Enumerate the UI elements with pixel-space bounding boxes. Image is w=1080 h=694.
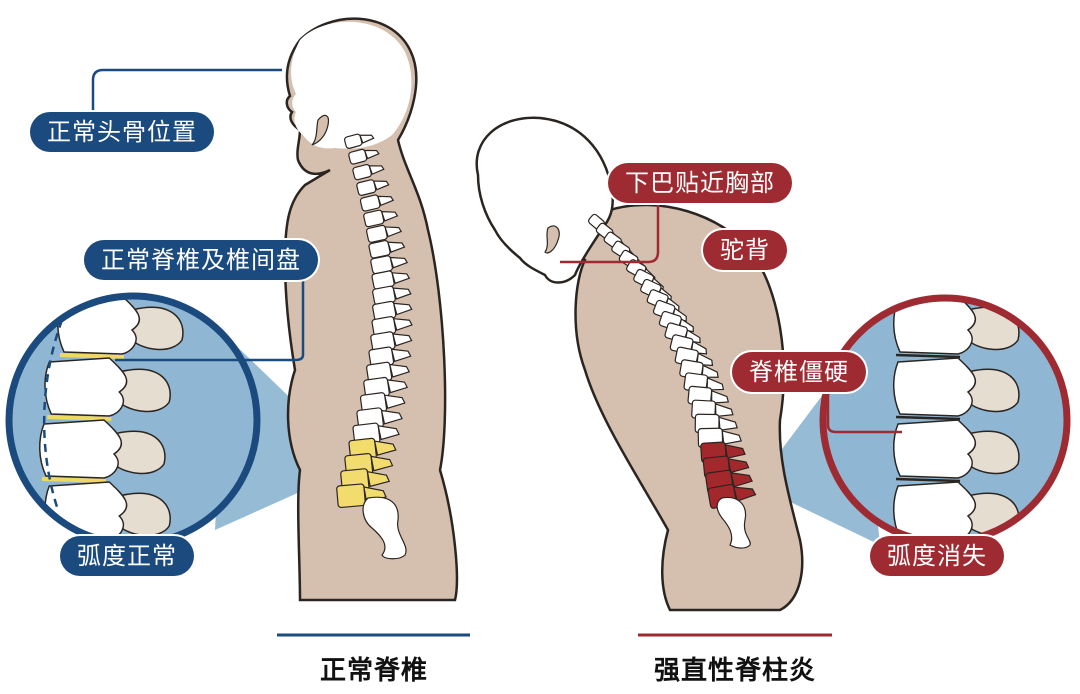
disease-magnified-spinous-process (967, 430, 1020, 475)
leader-line-spine (115, 278, 305, 362)
normal-body-silhouette (283, 17, 459, 602)
disease-body-silhouette (574, 203, 804, 612)
normal-sacrum (362, 496, 407, 560)
label-normal-head-position: 正常头骨位置 (30, 112, 214, 152)
normal-magnified-disc (60, 603, 124, 605)
normal-vertebra (366, 224, 403, 243)
disease-magnified-disc (895, 415, 961, 421)
disease-magnified-disc (895, 353, 961, 359)
leader-line-stiffness (826, 392, 902, 434)
normal-vertebra (352, 164, 385, 181)
caption-normal-spine: 正常脊椎 (277, 650, 471, 687)
disease-magnified-vertebral-body (893, 481, 977, 541)
normal-magnified-disc (47, 415, 112, 421)
disease-skull (475, 116, 614, 284)
disease-magnified-vertebral-body (893, 419, 977, 479)
normal-magnified-spinous-process (131, 306, 184, 351)
normal-spine-column (336, 133, 413, 509)
normal-vertebra (356, 179, 390, 196)
disease-magnified-vertebral-body (893, 298, 977, 355)
normal-jaw-notch (311, 114, 330, 146)
normal-vertebra (372, 300, 413, 322)
disease-jaw-notch (544, 225, 560, 254)
caption-ankylosing-spondylitis: 强直性脊柱炎 (628, 650, 842, 687)
normal-vertebra (372, 285, 412, 306)
normal-vertebra (363, 376, 409, 400)
normal-magnified-vertebral-body (44, 357, 128, 417)
normal-magnified-spinous-process (113, 430, 166, 475)
normal-magnified-vertebral-body (39, 419, 123, 479)
disease-spine-column (588, 213, 757, 509)
disease-magnified-vertebral-body (893, 357, 977, 417)
disease-magnified-disc (896, 603, 960, 605)
label-text: 驼背 (720, 236, 770, 264)
label-normal-spine-discs: 正常脊椎及椎间盘 (84, 240, 318, 280)
normal-vertebra (344, 133, 375, 149)
label-chin-near-chest: 下巴贴近胸部 (608, 163, 792, 203)
magnifier-disease (819, 294, 1071, 605)
label-hunchback: 驼背 (703, 230, 787, 270)
normal-magnified-spinous-process (118, 368, 171, 413)
normal-vertebra (371, 270, 411, 290)
magnifier-normal (5, 292, 261, 605)
label-text: 弧度消失 (887, 542, 987, 570)
normal-magnified-vertebral-body (57, 296, 141, 355)
label-text: 弧度正常 (77, 542, 177, 570)
disease-magnified-disc (895, 477, 961, 483)
caption-text: 强直性脊柱炎 (653, 656, 816, 686)
disease-figure (475, 116, 880, 612)
label-text: 下巴贴近胸部 (625, 169, 775, 197)
normal-magnified-disc (59, 353, 125, 359)
leader-line-chin (560, 200, 660, 264)
label-text: 脊椎僵硬 (749, 358, 849, 386)
label-spine-stiffness: 脊椎僵硬 (732, 352, 866, 392)
normal-magnified-spinous-process (118, 492, 171, 537)
label-curvature-lost: 弧度消失 (870, 536, 1004, 576)
label-text: 正常头骨位置 (47, 118, 197, 146)
normal-skull (291, 21, 412, 149)
disease-sacrum (716, 496, 751, 549)
label-text: 正常脊椎及椎间盘 (101, 246, 301, 274)
normal-vertebra (370, 255, 409, 275)
normal-vertebra (363, 209, 399, 228)
normal-curvature-dashed-line (42, 319, 64, 511)
normal-magnified-disc (41, 477, 107, 483)
normal-vertebra (359, 194, 395, 212)
label-normal-curvature: 弧度正常 (60, 536, 194, 576)
normal-vertebra (348, 148, 380, 165)
caption-text: 正常脊椎 (319, 656, 428, 686)
normal-figure (215, 17, 459, 602)
leader-line-head (91, 68, 282, 112)
disease-magnified-spinous-process (967, 368, 1020, 413)
